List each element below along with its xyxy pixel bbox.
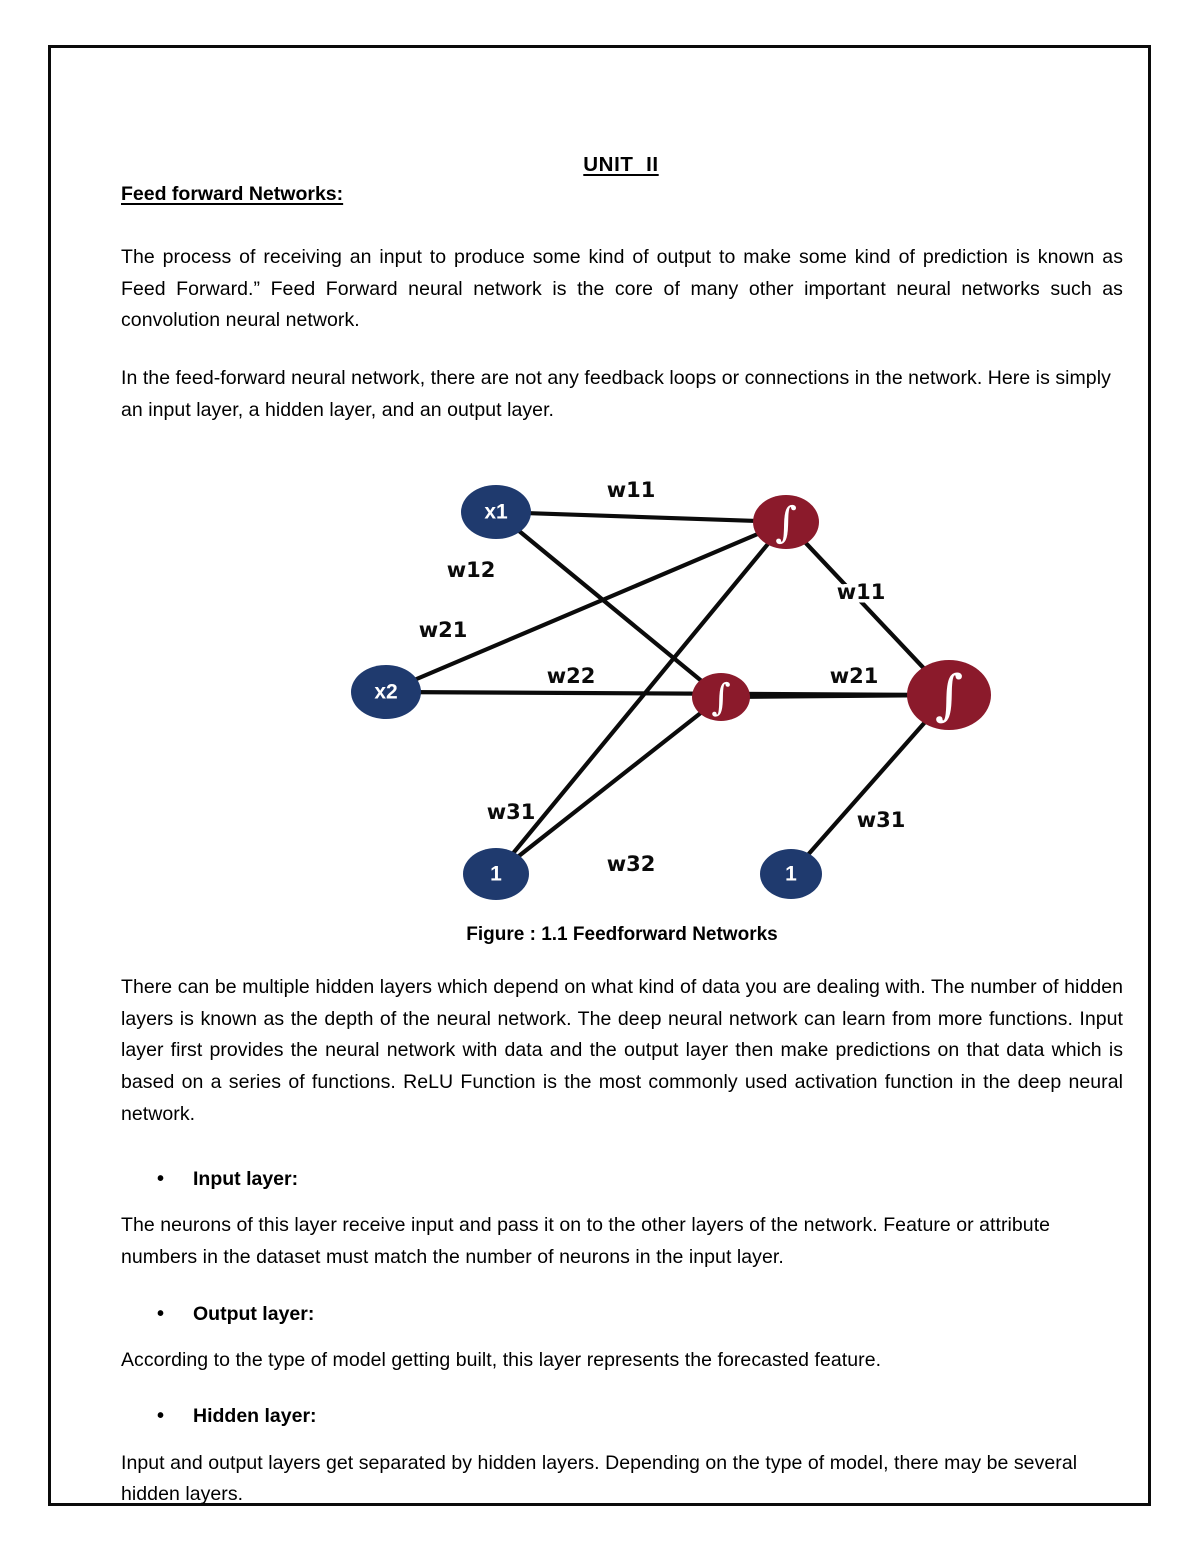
network-edge-h1-out [783,520,952,698]
node-shape [461,485,531,540]
network-edge-x2-h1 [383,520,789,695]
node-label: 1 [490,863,502,886]
feedforward-network-diagram: x1x21∫∫∫1w11w11w12w12w21w21w22w22w31w31w… [351,475,991,901]
edge-weight-label-h1-out: w11 [837,580,886,604]
paragraph-input-layer: The neurons of this layer receive input … [121,1214,1051,1268]
section-heading: Feed forward Networks: [121,181,1186,207]
edge-weight-label-halo: w32 [607,852,656,876]
network-edge-labels: w11w11w12w12w21w21w22w22w31w31w32w32w11w… [415,475,909,880]
document-page-border: UNIT II Feed forward Networks: The proce… [48,45,1151,1506]
network-node-bias1: 1 [463,848,529,901]
edge-weight-label-halo: w22 [547,664,596,688]
network-node-x2: x2 [351,665,421,720]
document-title-text: UNIT II [583,153,659,176]
edge-weight-label-halo: w31 [857,808,906,832]
network-nodes: x1 x2 1 ∫ ∫ ∫ 1 [351,485,991,901]
edge-weight-label-x1-h2: w12 [447,558,496,582]
node-label: ∫ [711,675,730,719]
bullet-list-output-layer: Output layer: [121,1298,1186,1328]
edge-weight-label-x2-h1: w21 [419,618,468,642]
section-heading-text: Feed forward Networks: [121,183,344,205]
edge-weight-label-bias2-out: w31 [857,808,906,832]
node-shape [692,673,750,722]
edge-weight-label-x2-out: w22 [547,664,596,688]
network-node-out: ∫ [907,660,991,731]
node-shape [463,848,529,901]
network-edge-bias2-out [788,693,952,877]
edge-weight-label-h2-out: w21 [830,664,879,688]
edge-weight-label-halo: w21 [830,664,879,688]
paragraph-feed-forward-intro: The process of receiving an input to pro… [121,246,1123,332]
node-label: x1 [484,501,508,524]
network-node-x1: x1 [461,485,531,540]
network-edges [383,510,952,877]
node-label: ∫ [775,498,797,547]
edge-weight-label-halo: w11 [837,580,886,604]
node-label: x2 [374,681,397,704]
network-node-bias2: 1 [760,849,822,900]
document-title: UNIT II [121,153,1121,177]
network-edge-x1-h2 [493,510,724,700]
network-node-h2: ∫ [692,673,750,722]
network-edge-x1-h1 [493,510,789,525]
document-content: UNIT II Feed forward Networks: The proce… [121,153,1186,1548]
edge-weight-label-halo: w12 [447,558,496,582]
paragraph-hidden-layers-depth: There can be multiple hidden layers whic… [121,976,1123,1125]
edge-weight-label-x1-h1: w11 [607,478,656,502]
bullet-list-input-layer: Input layer: [121,1164,1186,1194]
bullet-item-input-layer: Input layer: [121,1164,1186,1194]
node-shape [351,665,421,720]
figure-caption: Figure : 1.1 Feedforward Networks [466,924,778,946]
network-edge-bias1-h2 [493,695,724,877]
network-node-h1: ∫ [753,495,819,550]
node-shape [907,660,991,731]
edge-weight-label-bias1-h1: w31 [487,800,536,824]
node-shape [760,849,822,900]
node-label: 1 [785,863,797,886]
paragraph-output-layer: According to the type of model getting b… [121,1348,882,1371]
paragraph-hidden-layer: Input and output layers get separated by… [121,1451,1078,1506]
bullet-item-output-layer: Output layer: [121,1298,1186,1328]
bullet-item-hidden-layer: Hidden layer: [121,1401,1186,1431]
edge-weight-label-halo: w11 [607,478,656,502]
network-edge-bias1-h1 [493,520,789,877]
edge-weight-label-halo: w21 [419,618,468,642]
paragraph-feed-forward-layers: In the feed-forward neural network, ther… [121,367,1111,421]
edge-weight-label-bias1-h2: w32 [607,852,656,876]
node-shape [753,495,819,550]
node-label: ∫ [935,664,963,727]
bullet-list-hidden-layer: Hidden layer: [121,1401,1186,1431]
edge-weight-label-halo: w31 [487,800,536,824]
